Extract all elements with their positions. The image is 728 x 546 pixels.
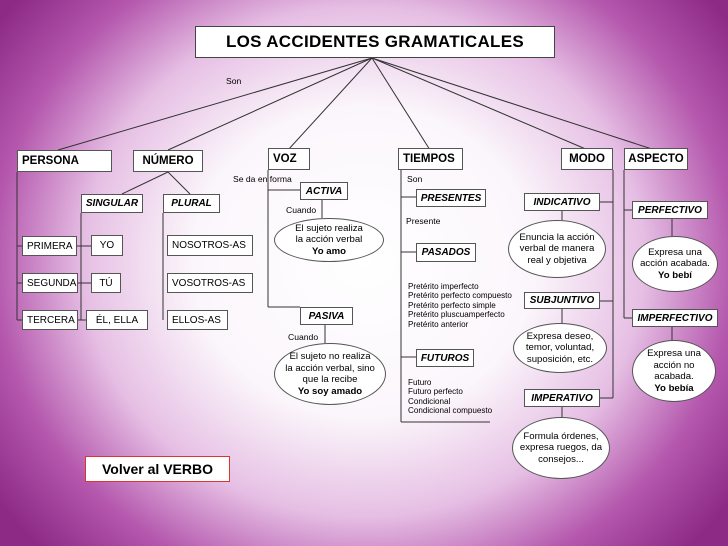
voz-box: VOZ bbox=[268, 148, 310, 170]
numero-box: NÚMERO bbox=[133, 150, 203, 172]
son-tiempos-label: Son bbox=[407, 174, 423, 184]
futuros-list: Futuro Futuro perfecto Condicional Condi… bbox=[408, 378, 492, 416]
persona-box: PERSONA bbox=[17, 150, 112, 172]
indicativo-desc-line: Enuncia la acción bbox=[519, 231, 595, 243]
perfectivo-desc-line: Expresa una bbox=[648, 246, 702, 258]
pasados-item: Pretérito perfecto simple bbox=[408, 300, 496, 310]
singular-el-ella: ÉL, ELLA bbox=[86, 310, 148, 330]
imperativo-box: IMPERATIVO bbox=[524, 389, 600, 407]
perfectivo-desc-line: acción acabada. bbox=[640, 258, 710, 270]
futuros-box: FUTUROS bbox=[416, 349, 474, 367]
pasiva-desc-line: El sujeto no realiza bbox=[289, 351, 371, 362]
activa-desc-line: la acción verbal bbox=[295, 234, 363, 246]
pasados-item: Pretérito pluscuamperfecto bbox=[408, 310, 505, 320]
singular-box: SINGULAR bbox=[81, 194, 143, 213]
page-title: LOS ACCIDENTES GRAMATICALES bbox=[195, 26, 555, 58]
imperfectivo-desc-line: acción no bbox=[653, 359, 695, 371]
activa-desc-line: El sujeto realiza bbox=[295, 222, 363, 234]
tiempos-box: TIEMPOS bbox=[398, 148, 463, 170]
presentes-box: PRESENTES bbox=[416, 189, 486, 207]
persona-tercera: TERCERA bbox=[22, 310, 78, 330]
singular-tu: TÚ bbox=[91, 273, 121, 293]
imperfectivo-description-oval: Expresa una acción no acabada. Yo bebía bbox=[632, 340, 716, 402]
imperfectivo-box: IMPERFECTIVO bbox=[632, 309, 718, 327]
cuando-label-activa: Cuando bbox=[286, 205, 317, 215]
pasiva-box: PASIVA bbox=[300, 307, 353, 325]
imperfectivo-desc-line: Expresa una bbox=[647, 348, 701, 359]
perfectivo-example: Yo bebí bbox=[658, 269, 692, 281]
futuros-item: Condicional compuesto bbox=[408, 406, 493, 416]
imperativo-desc-line: consejos... bbox=[538, 453, 584, 465]
activa-example: Yo amo bbox=[312, 245, 346, 257]
indicativo-desc-line: verbal de manera bbox=[519, 243, 595, 255]
persona-primera: PRIMERA bbox=[22, 236, 77, 256]
plural-nosotros: NOSOTROS-AS bbox=[167, 235, 253, 256]
imperativo-desc-line: Formula órdenes, bbox=[523, 430, 599, 442]
aspecto-box: ASPECTO bbox=[624, 148, 688, 170]
perfectivo-description-oval: Expresa una acción acabada. Yo bebí bbox=[632, 236, 718, 292]
pasados-item: Pretérito imperfecto bbox=[408, 282, 479, 291]
persona-segunda: SEGUNDA bbox=[22, 273, 78, 293]
plural-box: PLURAL bbox=[163, 194, 220, 213]
subjuntivo-description-oval: Expresa deseo, temor, voluntad, suposici… bbox=[513, 323, 607, 373]
futuros-item: Condicional bbox=[408, 396, 451, 406]
imperfectivo-desc-line: acabada. bbox=[654, 371, 694, 382]
subjuntivo-desc-line: suposición, etc. bbox=[526, 353, 594, 365]
pasados-item: Pretérito perfecto compuesto bbox=[408, 291, 512, 301]
presente-label: Presente bbox=[406, 216, 441, 226]
subjuntivo-desc-line: Expresa deseo, bbox=[526, 330, 594, 342]
subjuntivo-box: SUBJUNTIVO bbox=[524, 292, 600, 309]
pasiva-desc-line: la acción verbal, sino bbox=[285, 362, 375, 374]
subjuntivo-desc-line: temor, voluntad, bbox=[525, 342, 595, 354]
activa-box: ACTIVA bbox=[300, 182, 348, 200]
pasados-item: Pretérito anterior bbox=[408, 319, 469, 329]
singular-yo: YO bbox=[91, 235, 123, 256]
modo-box: MODO bbox=[561, 148, 613, 170]
imperfectivo-example: Yo bebía bbox=[654, 382, 694, 394]
perfectivo-box: PERFECTIVO bbox=[632, 201, 708, 219]
indicativo-box: INDICATIVO bbox=[524, 193, 600, 211]
futuros-item: Futuro bbox=[408, 378, 432, 387]
son-label: Son bbox=[226, 76, 242, 86]
pasiva-description-oval: El sujeto no realiza la acción verbal, s… bbox=[274, 343, 386, 405]
plural-ellos: ELLOS-AS bbox=[167, 310, 228, 330]
imperativo-description-oval: Formula órdenes, expresa ruegos, da cons… bbox=[512, 417, 610, 479]
cuando-label-pasiva: Cuando bbox=[288, 332, 319, 342]
pasiva-desc-line: que la recibe bbox=[302, 374, 358, 385]
pasados-list: Pretérito imperfecto Pretérito perfecto … bbox=[408, 282, 512, 329]
pasiva-example: Yo soy amado bbox=[297, 385, 363, 397]
activa-description-oval: El sujeto realiza la acción verbal Yo am… bbox=[274, 218, 384, 262]
se-da-en-forma-label: Se da en forma bbox=[233, 174, 292, 184]
pasados-box: PASADOS bbox=[416, 243, 476, 262]
imperativo-desc-line: expresa ruegos, da bbox=[519, 442, 603, 454]
indicativo-description-oval: Enuncia la acción verbal de manera real … bbox=[508, 220, 606, 278]
indicativo-desc-line: real y objetiva bbox=[527, 254, 587, 266]
volver-al-verbo-button[interactable]: Volver al VERBO bbox=[85, 456, 230, 482]
futuros-item: Futuro perfecto bbox=[408, 387, 463, 397]
plural-vosotros: VOSOTROS-AS bbox=[167, 273, 253, 293]
